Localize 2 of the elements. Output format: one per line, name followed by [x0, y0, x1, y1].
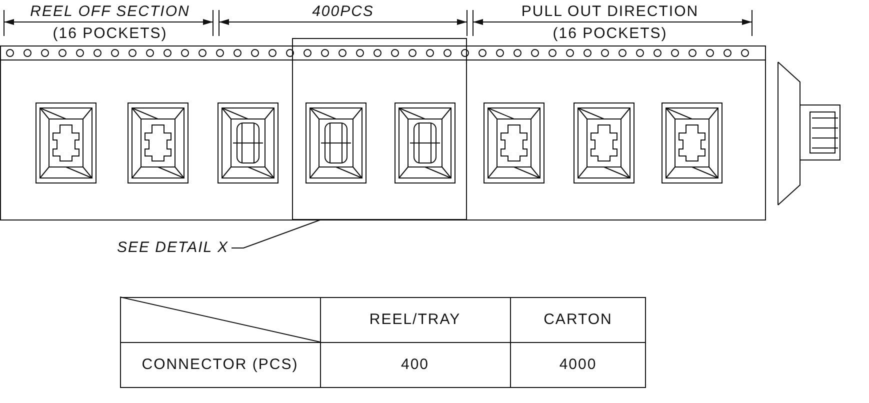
detail-frame [292, 38, 467, 220]
leader-line [231, 220, 320, 248]
